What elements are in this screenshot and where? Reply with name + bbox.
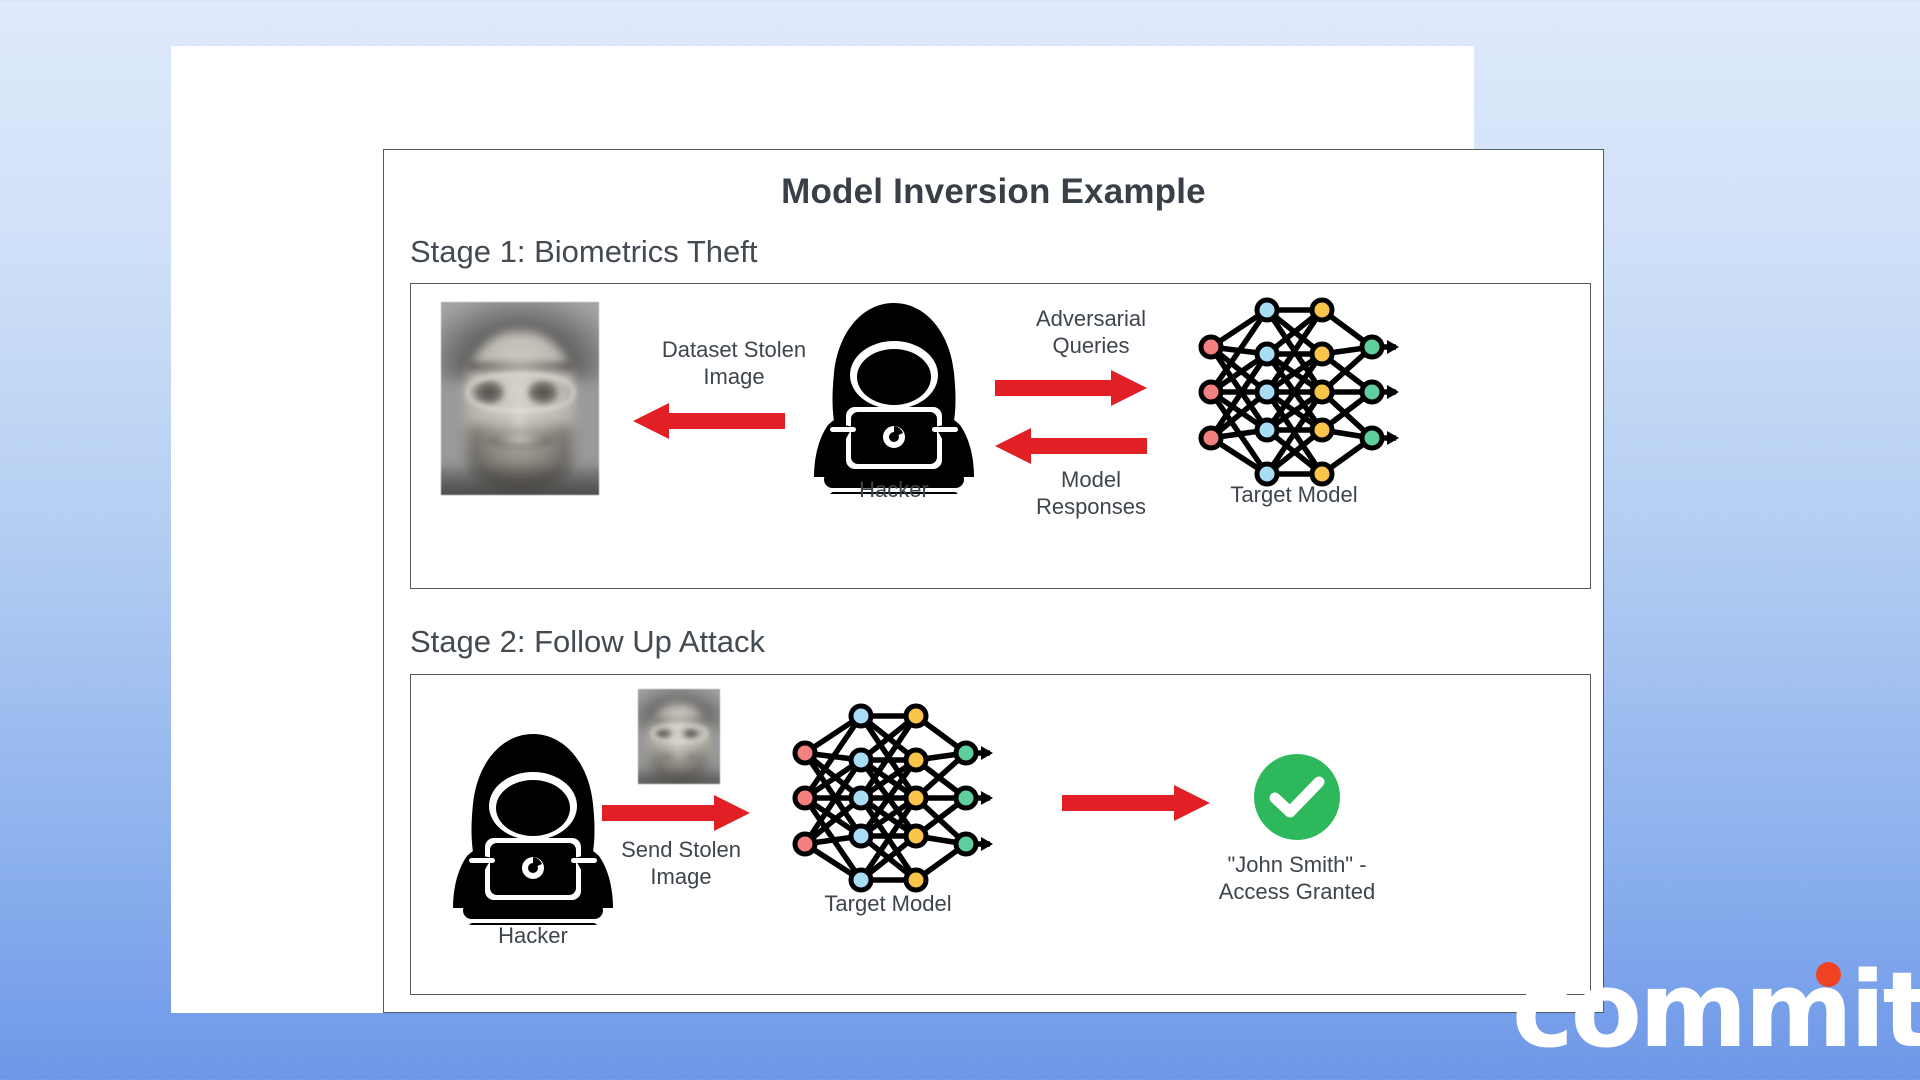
green-check-circle-icon bbox=[1254, 754, 1340, 840]
access-granted-label: "John Smith" - Access Granted bbox=[1218, 852, 1376, 904]
stage2-target-model-label: Target Model bbox=[824, 891, 952, 916]
reconstructed-face-image bbox=[441, 302, 599, 495]
stage2-neural-network-icon bbox=[783, 698, 993, 898]
send-stolen-image-label: Send Stolen Image bbox=[621, 837, 741, 889]
stage2-hacker-hoodie-laptop-icon bbox=[449, 730, 617, 925]
stage-2-label: Stage 2: Follow Up Attack bbox=[410, 624, 765, 659]
stolen-face-thumbnail bbox=[638, 689, 720, 784]
access-result-arrow-right-icon bbox=[1062, 784, 1210, 822]
stage2-hacker-label: Hacker bbox=[498, 923, 568, 948]
slide-card: Model Inversion Example Stage 1: Biometr… bbox=[171, 46, 1604, 1013]
commit-logo: commit bbox=[1512, 949, 1920, 1071]
stage-1-box: Dataset Stolen Image bbox=[410, 283, 1591, 589]
dataset-stolen-image-label: Dataset Stolen Image bbox=[661, 337, 807, 389]
stage-2-box: Hacker Send Stolen Image bbox=[410, 674, 1591, 995]
commit-logo-dot-icon bbox=[1816, 962, 1841, 987]
page-title: Model Inversion Example bbox=[781, 172, 1206, 211]
dataset-stolen-arrow-left-icon bbox=[633, 402, 785, 440]
send-stolen-image-arrow-right-icon bbox=[602, 794, 750, 832]
stage1-target-model-label: Target Model bbox=[1230, 482, 1358, 507]
diagram-frame: Model Inversion Example Stage 1: Biometr… bbox=[383, 149, 1604, 1013]
adversarial-queries-label: Adversarial Queries bbox=[1035, 306, 1147, 358]
model-responses-arrow-left-icon bbox=[995, 427, 1147, 465]
stage-1-label: Stage 1: Biometrics Theft bbox=[410, 234, 758, 269]
stage1-hacker-label: Hacker bbox=[859, 477, 929, 502]
hacker-hoodie-laptop-icon bbox=[810, 299, 978, 494]
model-responses-label: Model Responses bbox=[1035, 467, 1147, 519]
adversarial-queries-arrow-right-icon bbox=[995, 369, 1147, 407]
commit-logo-text: commit bbox=[1512, 949, 1920, 1071]
neural-network-icon bbox=[1189, 292, 1399, 492]
